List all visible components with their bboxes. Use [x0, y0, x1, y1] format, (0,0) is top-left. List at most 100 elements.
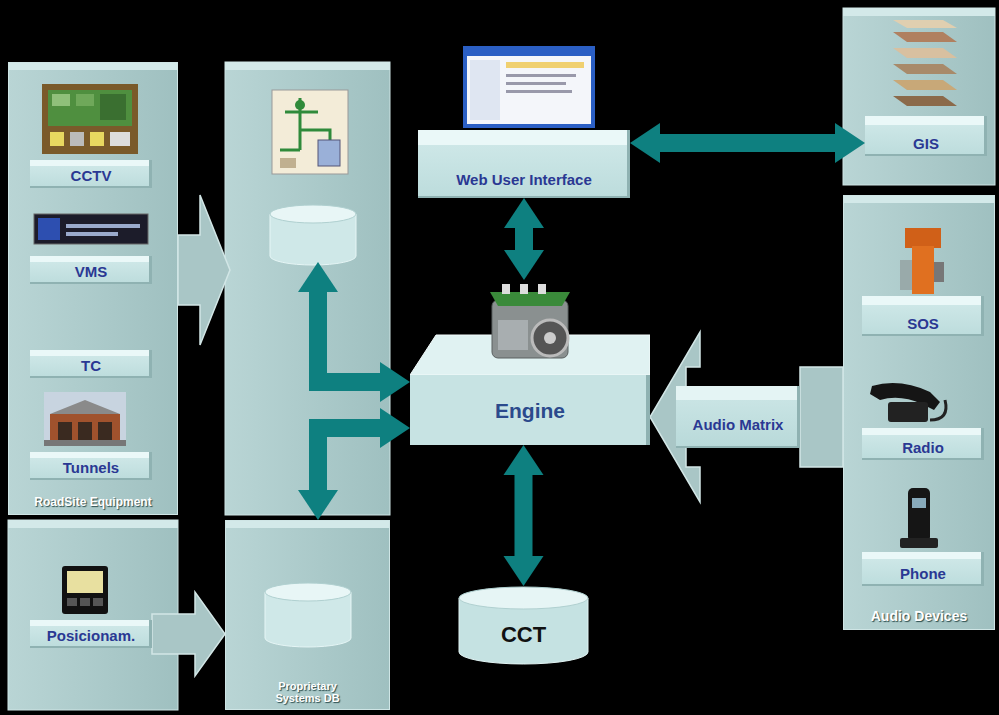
gis-icon-part — [893, 32, 957, 42]
panel-label: RoadSite Equipment — [34, 495, 151, 509]
gis-icon-part — [893, 96, 957, 106]
tunnel-icon-part — [44, 440, 126, 446]
engine-illustration-part — [492, 300, 568, 358]
engine-illustration-part — [538, 284, 546, 294]
engine-illustration-part — [410, 375, 650, 445]
screenshot-icon — [463, 46, 595, 128]
cylinder-outline-part — [459, 587, 588, 609]
phone-icon-part — [900, 538, 938, 548]
node-label: CCT — [501, 622, 546, 648]
vms-icon-part — [34, 214, 148, 244]
phone-icon-part — [912, 498, 926, 508]
double-arrow-part — [318, 292, 380, 382]
database-cylinder-part — [265, 583, 351, 601]
screenshot-icon-part — [463, 46, 595, 128]
vms-icon-part — [38, 218, 60, 240]
screenshot-icon-part — [506, 62, 584, 68]
sos-icon-part — [900, 260, 912, 290]
node-label: TC — [81, 357, 101, 374]
sos-icon-part — [905, 228, 941, 248]
connector-arrow-part — [298, 490, 338, 520]
tunnel-icon — [44, 392, 126, 446]
label-box: GIS — [865, 116, 987, 156]
screenshot-icon-part — [467, 56, 591, 124]
node-label: VMS — [75, 263, 108, 280]
connector-arrow-part — [835, 123, 865, 163]
connector-arrow-part — [152, 592, 225, 676]
middle-panel-part — [225, 62, 390, 70]
cctv-icon-part — [110, 132, 130, 146]
tunnel-icon-part — [98, 422, 112, 442]
connector-arrow — [504, 198, 544, 280]
connector-arrow — [504, 445, 544, 586]
engine-illustration-part — [532, 320, 568, 356]
engine-illustration-part — [490, 292, 570, 306]
node-label: Radio — [902, 439, 944, 456]
sos-icon-part — [934, 262, 944, 282]
vms-icon-part — [66, 224, 140, 228]
positioning-icon-part — [62, 566, 108, 614]
schematic-icon-part — [272, 90, 348, 174]
label-box: Phone — [862, 552, 984, 586]
label-box: CCTV — [30, 160, 152, 188]
connector-arrow — [800, 367, 843, 467]
connector-arrow — [298, 408, 410, 520]
connector-arrow-part — [504, 250, 544, 280]
connector-arrow-part — [660, 134, 835, 152]
schematic-icon-part — [318, 140, 340, 166]
connector-arrow-part — [800, 367, 843, 467]
engine-illustration-part — [520, 284, 528, 294]
schematic-icon-part — [280, 158, 296, 168]
connector-arrow-part — [504, 556, 544, 586]
engine-illustration-part — [502, 284, 510, 294]
cctv-icon-part — [50, 132, 64, 146]
label-box: Posicionam. — [30, 620, 152, 648]
engine-illustration-part — [646, 375, 650, 445]
cctv-icon-part — [76, 94, 94, 106]
middle-panel-part — [225, 62, 390, 515]
double-arrow-part — [380, 362, 410, 402]
tunnel-icon-part — [50, 414, 120, 442]
gis-panel-part — [843, 8, 995, 185]
connector-arrow-part — [318, 428, 380, 490]
connector-arrow-part — [504, 198, 544, 228]
gis-icon-part — [893, 48, 957, 58]
positioning-icon-part — [80, 598, 90, 606]
gis-panel — [843, 8, 995, 185]
tunnel-icon-part — [44, 392, 126, 446]
tunnel-icon-part — [58, 422, 72, 442]
positioning-icon-part — [67, 598, 77, 606]
radio-icon-part — [930, 400, 946, 420]
label-box: TC — [30, 350, 152, 378]
connector-arrow — [152, 592, 225, 676]
connector-arrow-part — [515, 475, 533, 556]
node-label: SOS — [907, 315, 939, 332]
connector-arrow-part — [630, 123, 660, 163]
label-box: Tunnels — [30, 452, 152, 480]
schematic-icon — [272, 90, 348, 174]
vms-icon-part — [66, 232, 118, 236]
position-panel-part — [8, 520, 178, 528]
label-box: Radio — [862, 428, 984, 460]
phone-icon-part — [908, 488, 930, 542]
cctv-icon-part — [70, 132, 84, 146]
node-label: Engine — [495, 399, 565, 423]
node-label: Phone — [900, 565, 946, 582]
gis-icon-part — [893, 20, 957, 28]
connector-arrow-part — [504, 445, 544, 475]
cctv-icon-part — [100, 94, 126, 120]
middle-panel — [225, 62, 390, 515]
node-label: GIS — [913, 135, 939, 152]
database-cylinder-part — [270, 205, 356, 223]
cctv-icon — [42, 84, 138, 154]
node-label: Audio Matrix — [693, 416, 784, 433]
schematic-icon-part — [295, 100, 305, 110]
positioning-icon-part — [93, 598, 103, 606]
chevron-arrow — [178, 195, 230, 345]
connector-arrow-part — [380, 408, 410, 448]
screenshot-icon-part — [506, 74, 576, 77]
cctv-icon-part — [52, 94, 70, 106]
vms-icon — [34, 214, 148, 244]
interface-box: Web User Interface — [418, 130, 630, 198]
